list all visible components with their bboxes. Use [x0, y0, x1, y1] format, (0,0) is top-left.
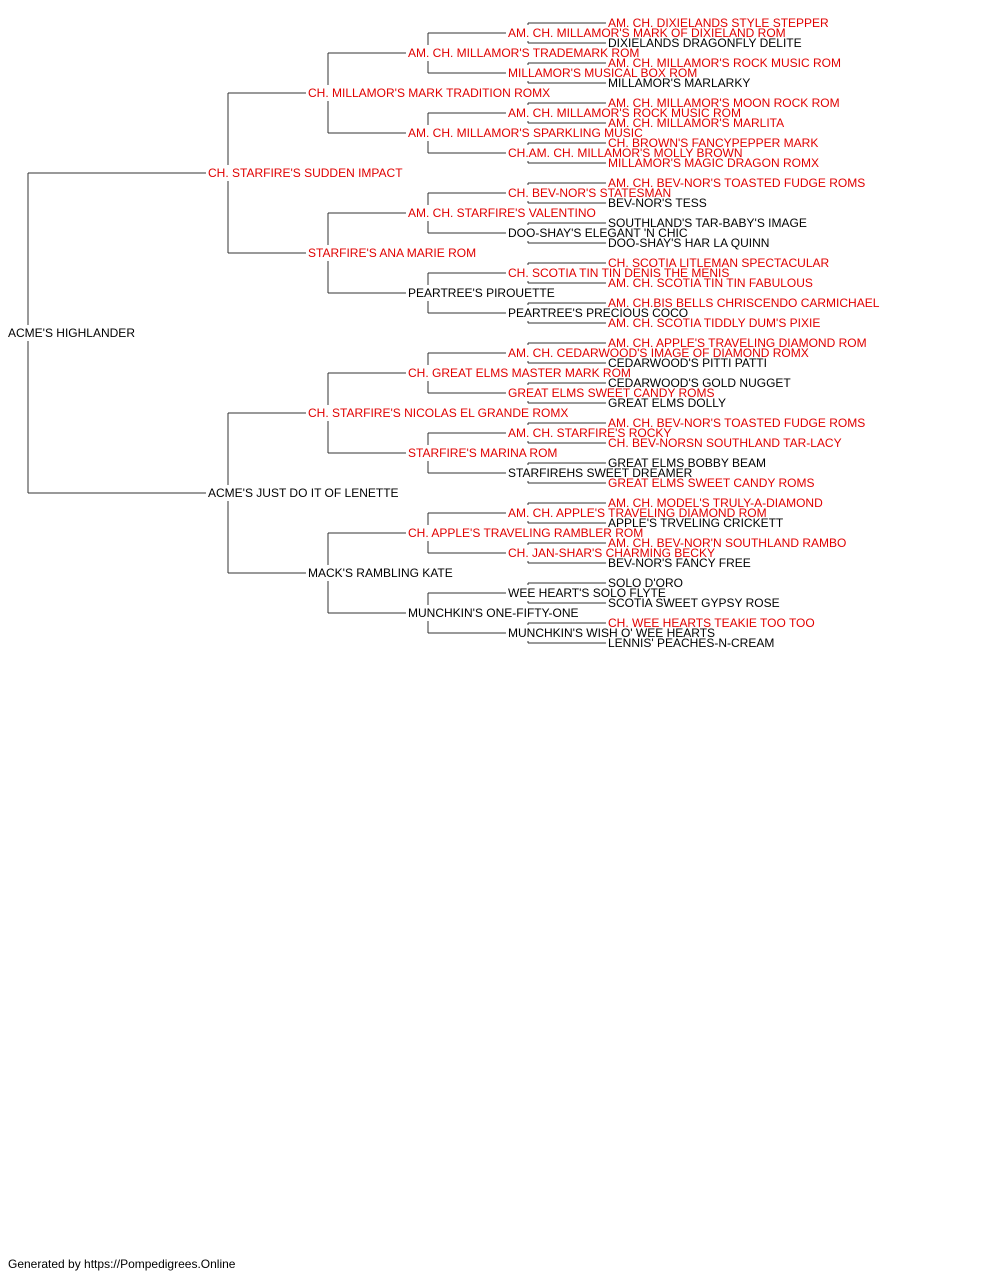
ggg-grandparent-name: BEV-NOR'S TESS [608, 196, 707, 210]
grandparent-name: CH. STARFIRE'S NICOLAS EL GRANDE ROMX [308, 406, 569, 420]
ggg-grandparent-name: AM. CH. SCOTIA TIN TIN FABULOUS [608, 276, 813, 290]
ggg-grandparent-name: CH. BROWN'S FANCYPEPPER MARK [608, 136, 819, 150]
ggg-grandparent-name: AM. CH.BIS BELLS CHRISCENDO CARMICHAEL [608, 296, 880, 310]
gg-grandparent-name: GREAT ELMS SWEET CANDY ROMS [508, 386, 715, 400]
ggg-grandparent-name: DIXIELANDS DRAGONFLY DELITE [608, 36, 802, 50]
gg-grandparent-name: CH. SCOTIA TIN TIN DENIS THE MENIS [508, 266, 730, 280]
gg-grandparent-name: MILLAMOR'S MUSICAL BOX ROM [508, 66, 698, 80]
ggg-grandparent-name: MILLAMOR'S MARLARKY [608, 76, 751, 90]
ggg-grandparent-name: MILLAMOR'S MAGIC DRAGON ROMX [608, 156, 819, 170]
gg-grandparent-name: PEARTREE'S PRECIOUS COCO [508, 306, 689, 320]
dog-name: ACME'S HIGHLANDER [8, 326, 135, 340]
ggg-grandparent-name: SOUTHLAND'S TAR-BABY'S IMAGE [608, 216, 807, 230]
ggg-grandparent-name: AM. CH. MODEL'S TRULY-A-DIAMOND [608, 496, 823, 510]
ggg-grandparent-name: AM. CH. BEV-NOR'N SOUTHLAND RAMBO [608, 536, 847, 550]
parent-name: ACME'S JUST DO IT OF LENETTE [208, 486, 399, 500]
ggg-grandparent-name: GREAT ELMS BOBBY BEAM [608, 456, 767, 470]
ggg-grandparent-name: SOLO D'ORO [608, 576, 683, 590]
ggg-grandparent-name: CH. SCOTIA LITLEMAN SPECTACULAR [608, 256, 830, 270]
gg-grandparent-name: AM. CH. CEDARWOOD'S IMAGE OF DIAMOND ROM… [508, 346, 809, 360]
great-grandparent-name: AM. CH. STARFIRE'S VALENTINO [408, 206, 596, 220]
ggg-grandparent-name: AM. CH. BEV-NOR'S TOASTED FUDGE ROMS [608, 176, 866, 190]
gg-grandparent-name: CH. JAN-SHAR'S CHARMING BECKY [508, 546, 715, 560]
ggg-grandparent-name: CH. BEV-NORSN SOUTHLAND TAR-LACY [608, 436, 842, 450]
ggg-grandparent-name: CEDARWOOD'S GOLD NUGGET [608, 376, 791, 390]
ggg-grandparent-name: AM. CH. MILLAMOR'S MARLITA [608, 116, 785, 130]
gg-grandparent-name: STARFIREHS SWEET DREAMER [508, 466, 693, 480]
ggg-grandparent-name: AM. CH. BEV-NOR'S TOASTED FUDGE ROMS [608, 416, 866, 430]
great-grandparent-name: CH. APPLE'S TRAVELING RAMBLER ROM [408, 526, 644, 540]
ggg-grandparent-name: DOO-SHAY'S HAR LA QUINN [608, 236, 770, 250]
great-grandparent-name: AM. CH. MILLAMOR'S TRADEMARK ROM [408, 46, 640, 60]
gg-grandparent-name: CH. BEV-NOR'S STATESMAN [508, 186, 672, 200]
ggg-grandparent-name: GREAT ELMS SWEET CANDY ROMS [608, 476, 815, 490]
ggg-grandparent-name: AM. CH. MILLAMOR'S MOON ROCK ROM [608, 96, 840, 110]
generator-credit: Generated by https://Pompedigrees.Online [8, 1257, 236, 1271]
great-grandparent-name: MUNCHKIN'S ONE-FIFTY-ONE [408, 606, 579, 620]
gg-grandparent-name: DOO-SHAY'S ELEGANT 'N CHIC [508, 226, 688, 240]
parent-name: CH. STARFIRE'S SUDDEN IMPACT [208, 166, 403, 180]
great-grandparent-name: AM. CH. MILLAMOR'S SPARKLING MUSIC [408, 126, 643, 140]
great-grandparent-name: CH. GREAT ELMS MASTER MARK ROM [408, 366, 631, 380]
gg-grandparent-name: AM. CH. MILLAMOR'S MARK OF DIXIELAND ROM [508, 26, 786, 40]
ggg-grandparent-name: CEDARWOOD'S PITTI PATTI [608, 356, 767, 370]
ggg-grandparent-name: AM. CH. DIXIELANDS STYLE STEPPER [608, 16, 829, 30]
ggg-grandparent-name: AM. CH. SCOTIA TIDDLY DUM'S PIXIE [608, 316, 821, 330]
grandparent-name: CH. MILLAMOR'S MARK TRADITION ROMX [308, 86, 551, 100]
gg-grandparent-name: AM. CH. MILLAMOR'S ROCK MUSIC ROM [508, 106, 741, 120]
gg-grandparent-name: MUNCHKIN'S WISH O' WEE HEARTS [508, 626, 716, 640]
gg-grandparent-name: CH.AM. CH. MILLAMOR'S MOLLY BROWN [508, 146, 743, 160]
gg-grandparent-name: AM. CH. STARFIRE'S ROCKY [508, 426, 672, 440]
great-grandparent-name: PEARTREE'S PIROUETTE [408, 286, 555, 300]
ggg-grandparent-name: AM. CH. MILLAMOR'S ROCK MUSIC ROM [608, 56, 841, 70]
great-grandparent-name: STARFIRE'S MARINA ROM [408, 446, 558, 460]
grandparent-name: MACK'S RAMBLING KATE [308, 566, 453, 580]
ggg-grandparent-name: SCOTIA SWEET GYPSY ROSE [608, 596, 780, 610]
ggg-grandparent-name: GREAT ELMS DOLLY [608, 396, 727, 410]
ggg-grandparent-name: LENNIS' PEACHES-N-CREAM [608, 636, 775, 650]
ggg-grandparent-name: CH. WEE HEARTS TEAKIE TOO TOO [608, 616, 815, 630]
gg-grandparent-name: WEE HEART'S SOLO FLYTE [508, 586, 666, 600]
ggg-grandparent-name: APPLE'S TRVELING CRICKETT [608, 516, 784, 530]
ggg-grandparent-name: BEV-NOR'S FANCY FREE [608, 556, 751, 570]
ggg-grandparent-name: AM. CH. APPLE'S TRAVELING DIAMOND ROM [608, 336, 867, 350]
grandparent-name: STARFIRE'S ANA MARIE ROM [308, 246, 477, 260]
gg-grandparent-name: AM. CH. APPLE'S TRAVELING DIAMOND ROM [508, 506, 767, 520]
